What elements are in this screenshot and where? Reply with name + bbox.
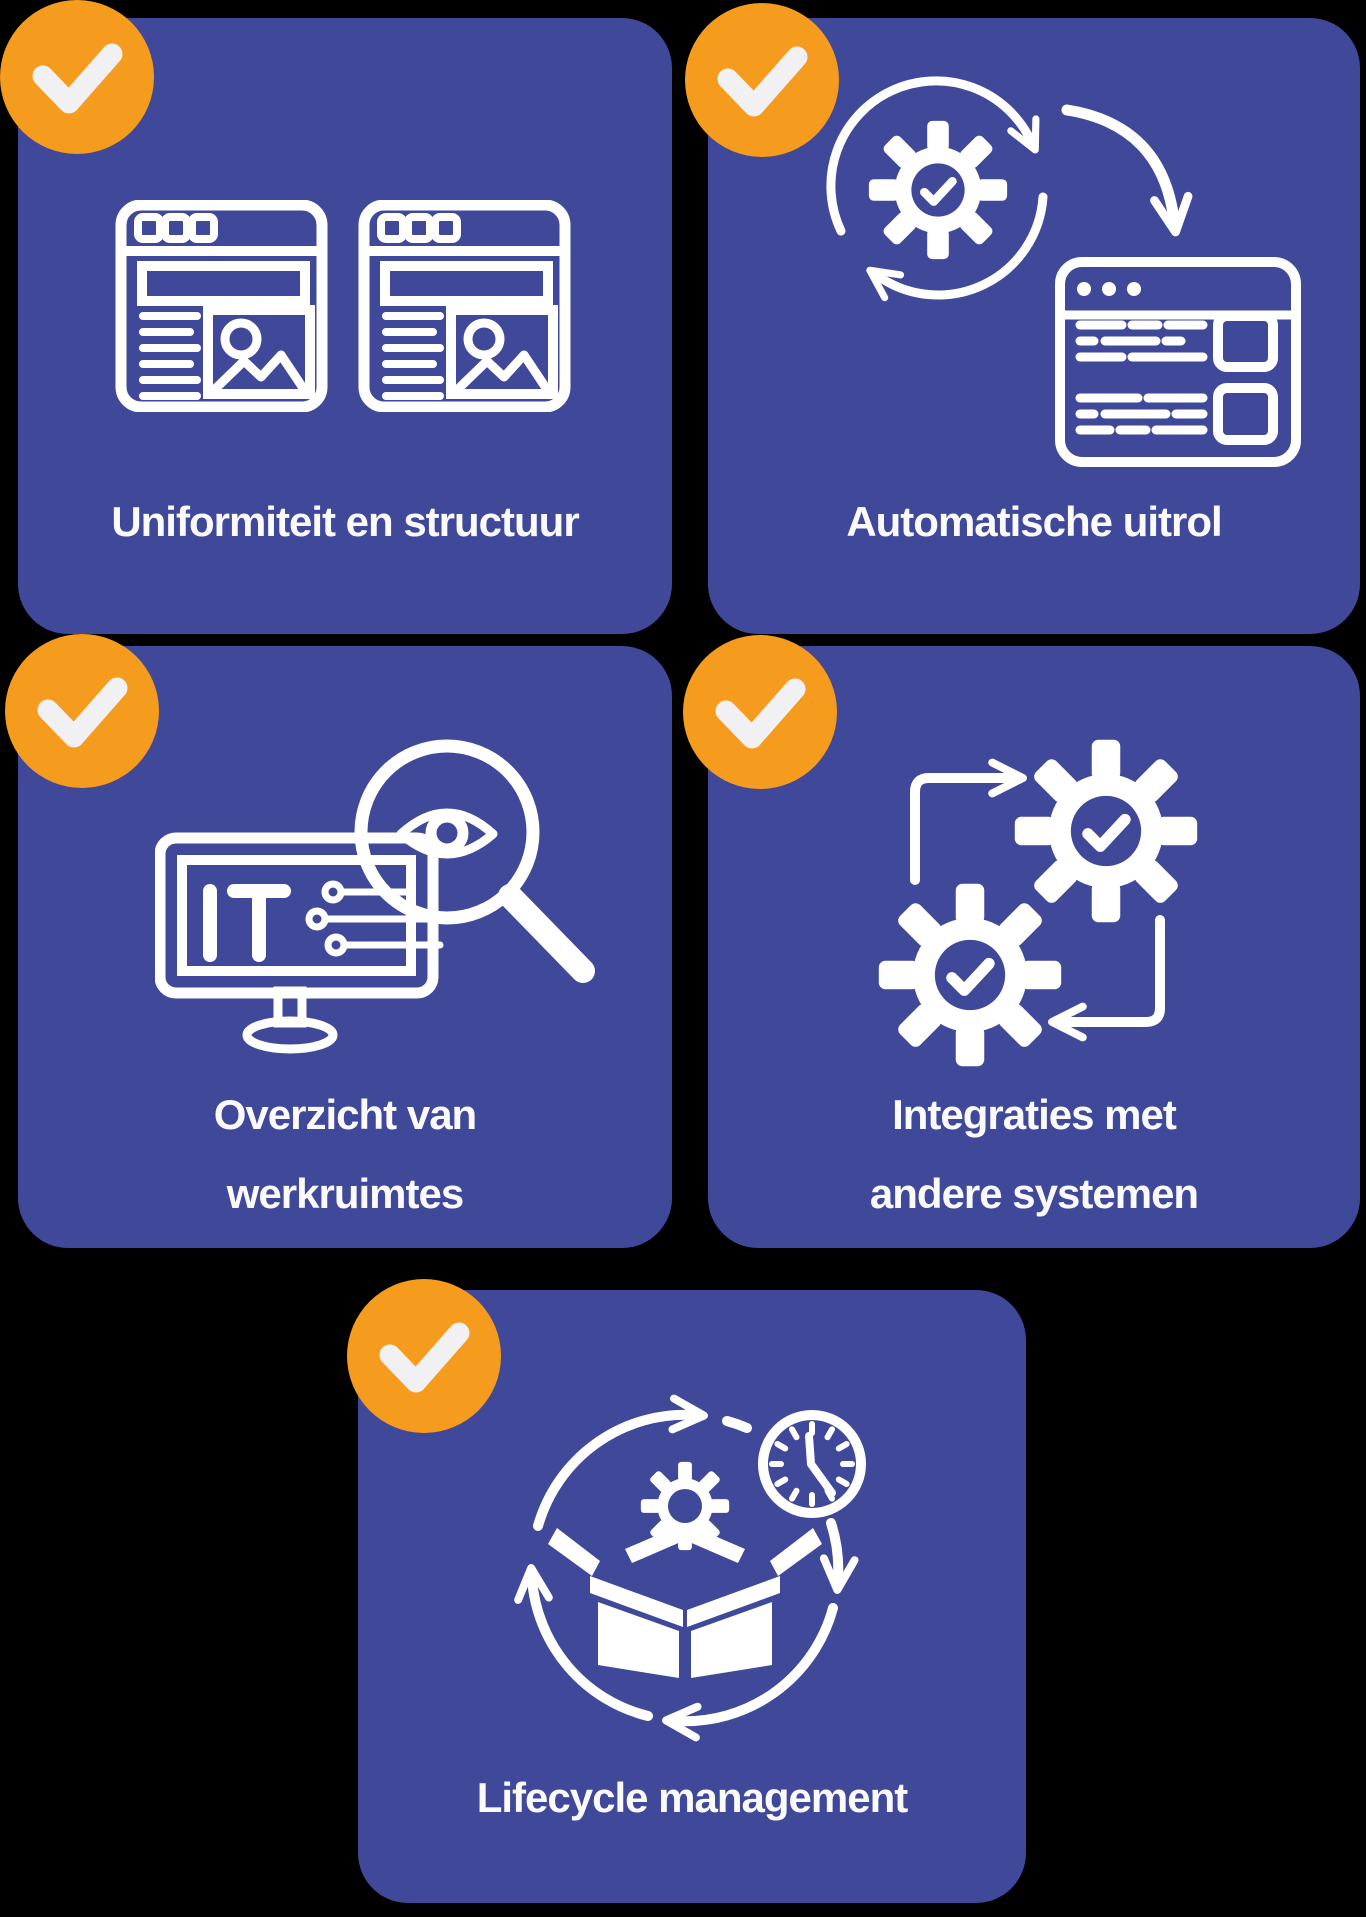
card-label: Uniformiteit en structuur [111, 498, 579, 545]
card-uniformiteit: Uniformiteit en structuur [0, 0, 672, 634]
dual-gears-sync-arrows-icon [875, 730, 1205, 1070]
it-monitor-magnifier-eye-icon [155, 739, 595, 1054]
card-automatische-uitrol: Automatische uitrol [685, 3, 1360, 634]
check-icon [717, 46, 808, 117]
check-icon [379, 1322, 470, 1393]
check-icon [37, 677, 128, 748]
card-label: Automatische uitrol [846, 498, 1222, 545]
check-icon [32, 43, 123, 114]
check-icon [715, 678, 806, 749]
check-badge [683, 635, 837, 789]
check-badge [347, 1279, 501, 1433]
card-overzicht-werkruimtes: Overzicht van werkruimtes [5, 634, 672, 1248]
clock-icon [758, 1410, 866, 1518]
gear-cycle-deploy-browser-icon [826, 76, 1301, 467]
box-gear-clock-cycle-icon [514, 1394, 866, 1742]
check-badge [0, 0, 154, 154]
card-label: Lifecycle management [476, 1774, 909, 1821]
check-badge [685, 3, 839, 157]
card-lifecycle: Lifecycle management [347, 1279, 1026, 1903]
dual-browser-windows-icon [115, 200, 571, 412]
open-box-shape [548, 1524, 822, 1678]
card-label: Integraties met andere systemen [869, 1091, 1199, 1217]
card-label: Overzicht van werkruimtes [213, 1091, 477, 1217]
check-badge [5, 634, 159, 788]
card-integraties: Integraties met andere systemen [683, 635, 1360, 1248]
